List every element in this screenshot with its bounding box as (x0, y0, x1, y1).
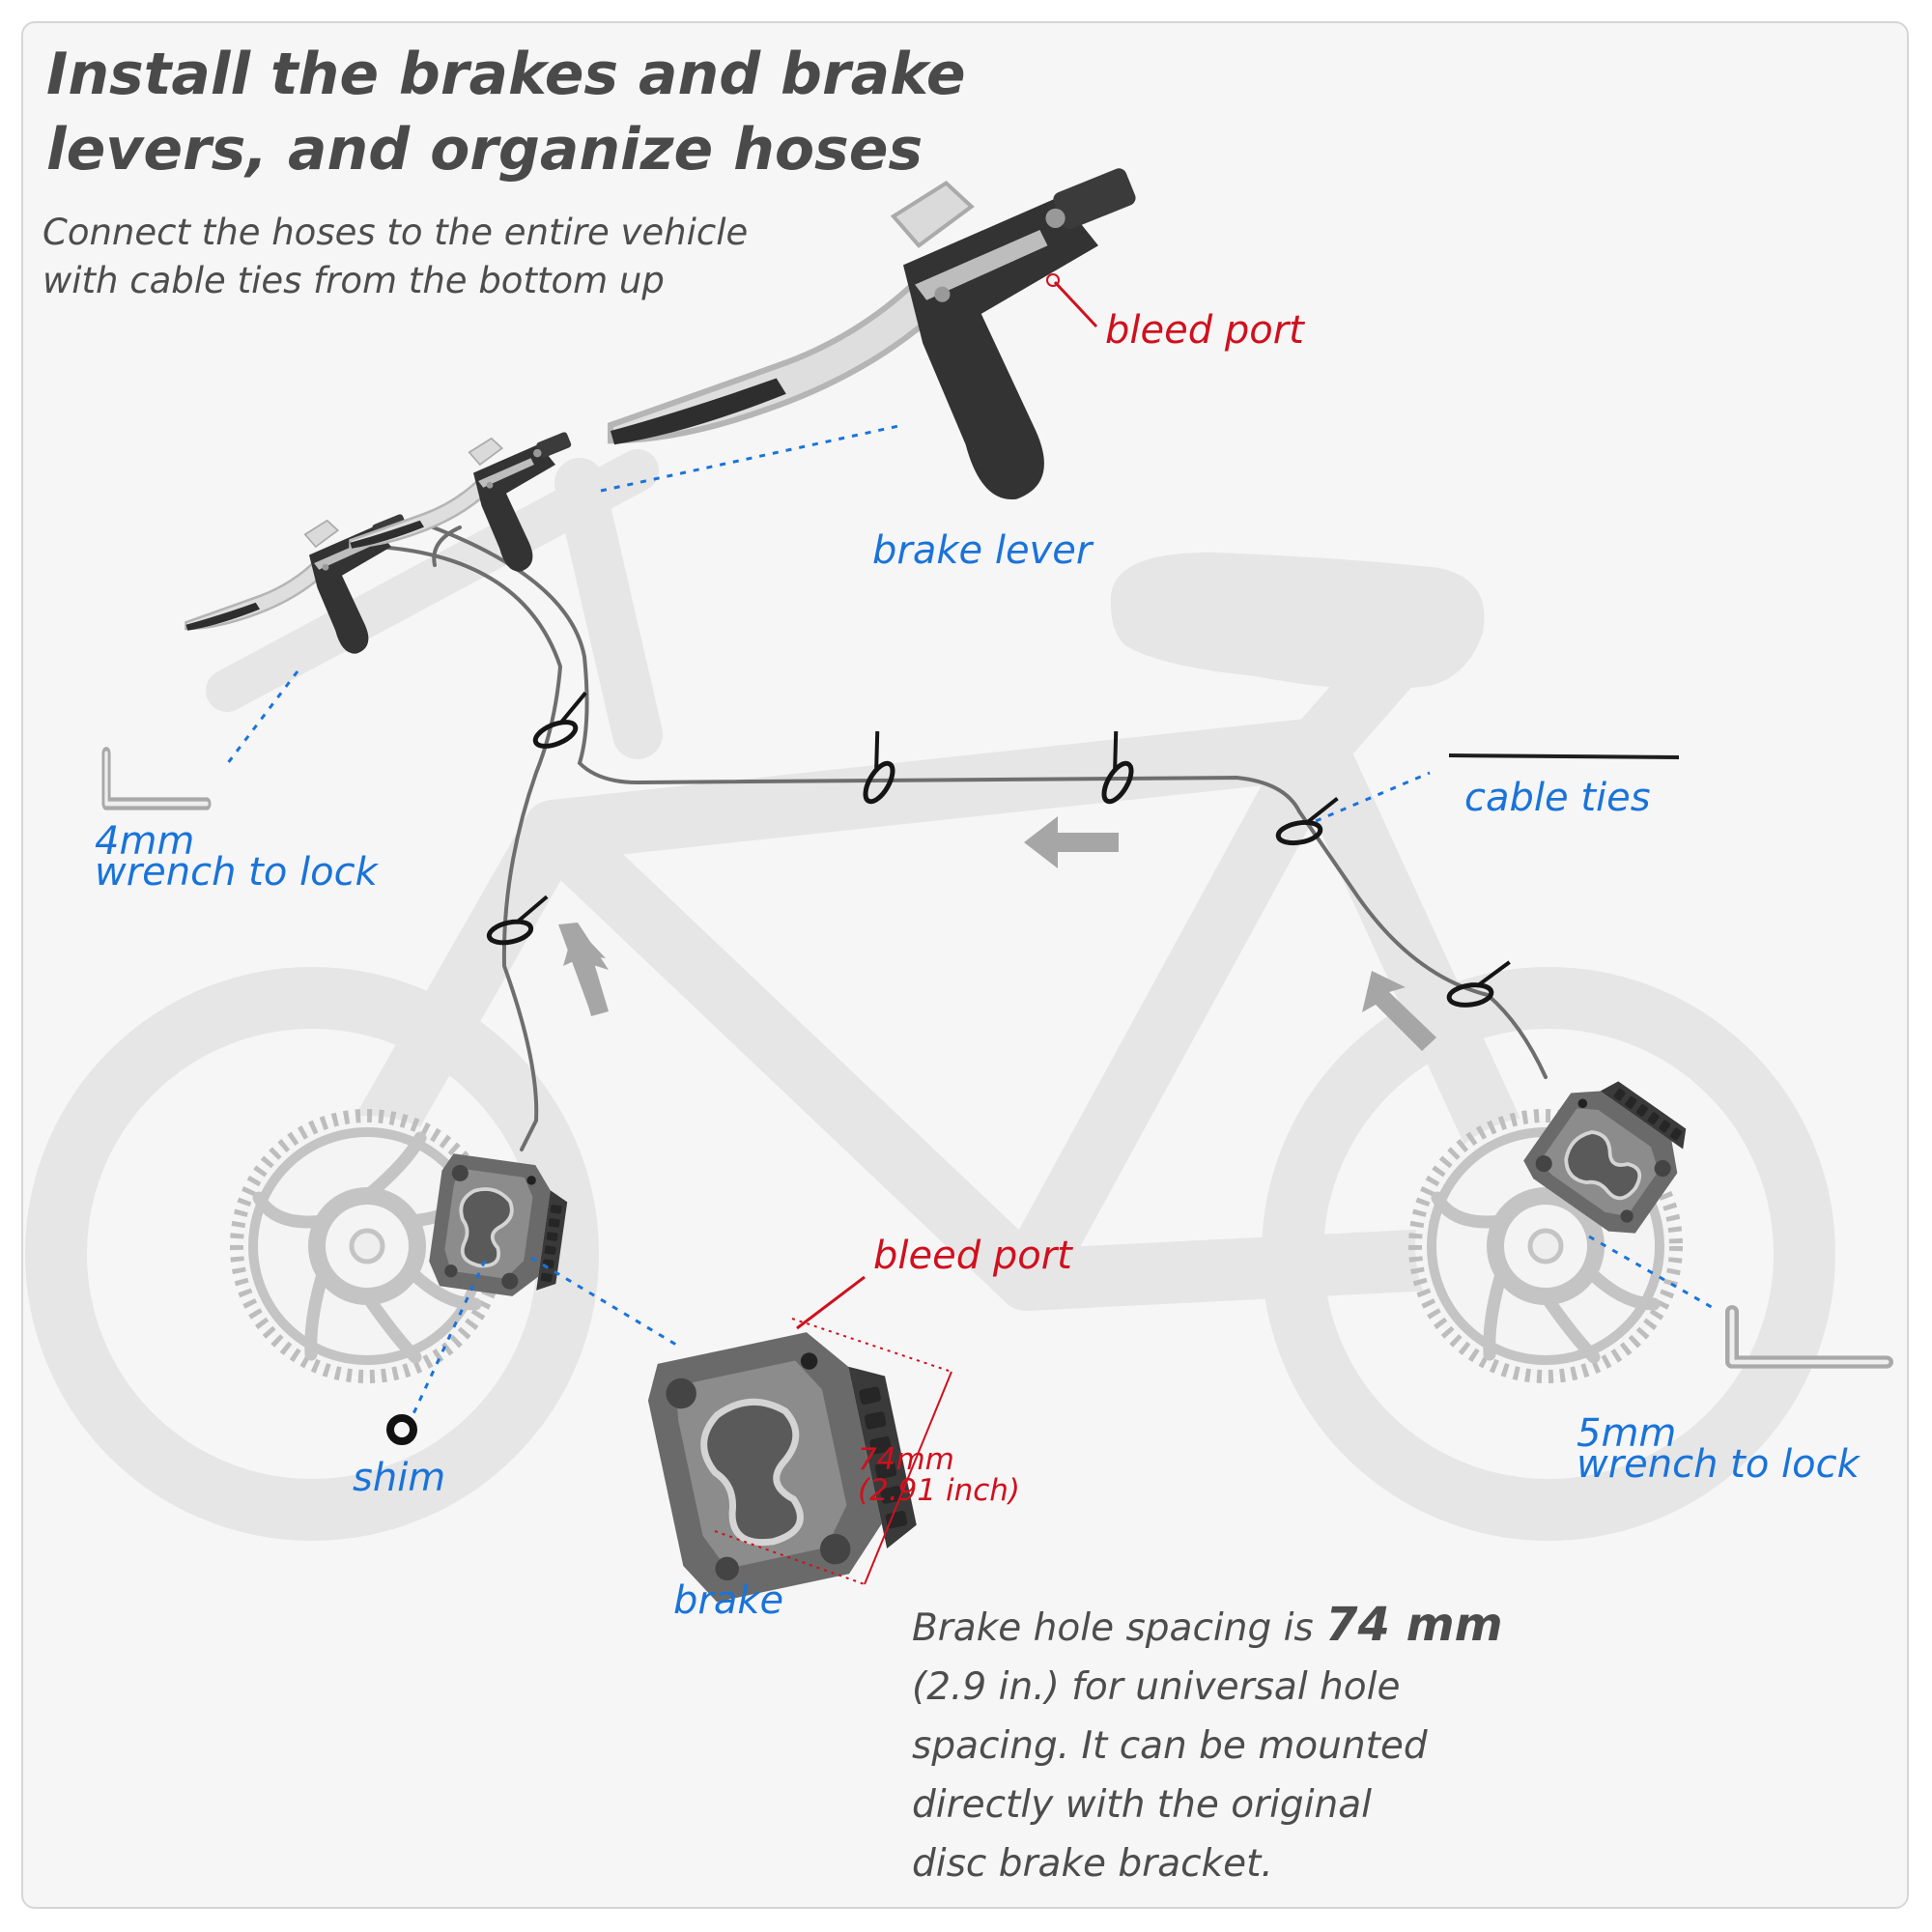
label-bleed-port-caliper: bleed port (873, 1234, 1072, 1278)
label-dimension: 74mm (2.91 inch) (858, 1442, 1021, 1508)
bleed-port-leader-top (1053, 280, 1098, 328)
label-bleed-port-lever: bleed port (1105, 308, 1304, 353)
hose-lines (357, 525, 1548, 1151)
leader-lines (222, 423, 1716, 1421)
label-brake-lever: brake lever (872, 528, 1093, 573)
hole-spacing-note: Brake hole spacing is 74 mm (2.9 in.) fo… (912, 1598, 1503, 1886)
label-shim: shim (353, 1456, 446, 1500)
page-title: Install the brakes and brake levers, and… (46, 41, 966, 184)
label-4mm-wrench: 4mm wrench to lock (95, 819, 378, 895)
dimension-lines (714, 1318, 952, 1585)
label-brake: brake (673, 1578, 784, 1623)
bleed-port-leader-caliper (796, 1275, 866, 1330)
direction-arrow-icon (558, 816, 1436, 1051)
label-cable-ties: cable ties (1464, 776, 1651, 820)
label-5mm-wrench: 5mm wrench to lock (1577, 1411, 1860, 1487)
cable-ties-sample (1448, 753, 1680, 759)
page-subtitle: Connect the hoses to the entire vehicle … (43, 212, 749, 301)
bike-silhouette (25, 449, 1835, 1541)
shim-washer-icon (386, 1414, 417, 1445)
saddle-shape (1110, 552, 1485, 690)
